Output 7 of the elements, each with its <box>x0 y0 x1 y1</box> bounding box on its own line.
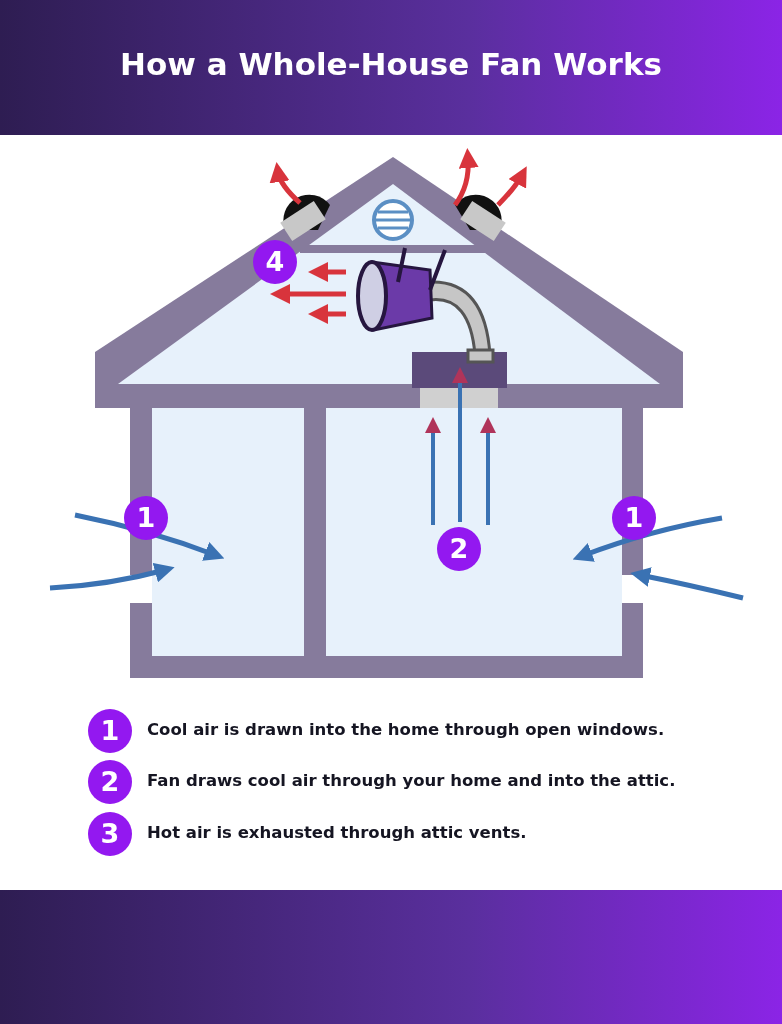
step-text: Fan draws cool air through your home and into the attic. <box>147 771 676 790</box>
step-text: Cool air is drawn into the home through open windows. <box>147 720 665 739</box>
callout-number: 1 <box>88 709 132 753</box>
step-text: Hot air is exhausted through attic vents. <box>147 823 527 842</box>
title: How a Whole-House Fan Works <box>119 46 663 82</box>
callout-number: 2 <box>88 760 132 804</box>
callout-number: 3 <box>88 812 132 856</box>
